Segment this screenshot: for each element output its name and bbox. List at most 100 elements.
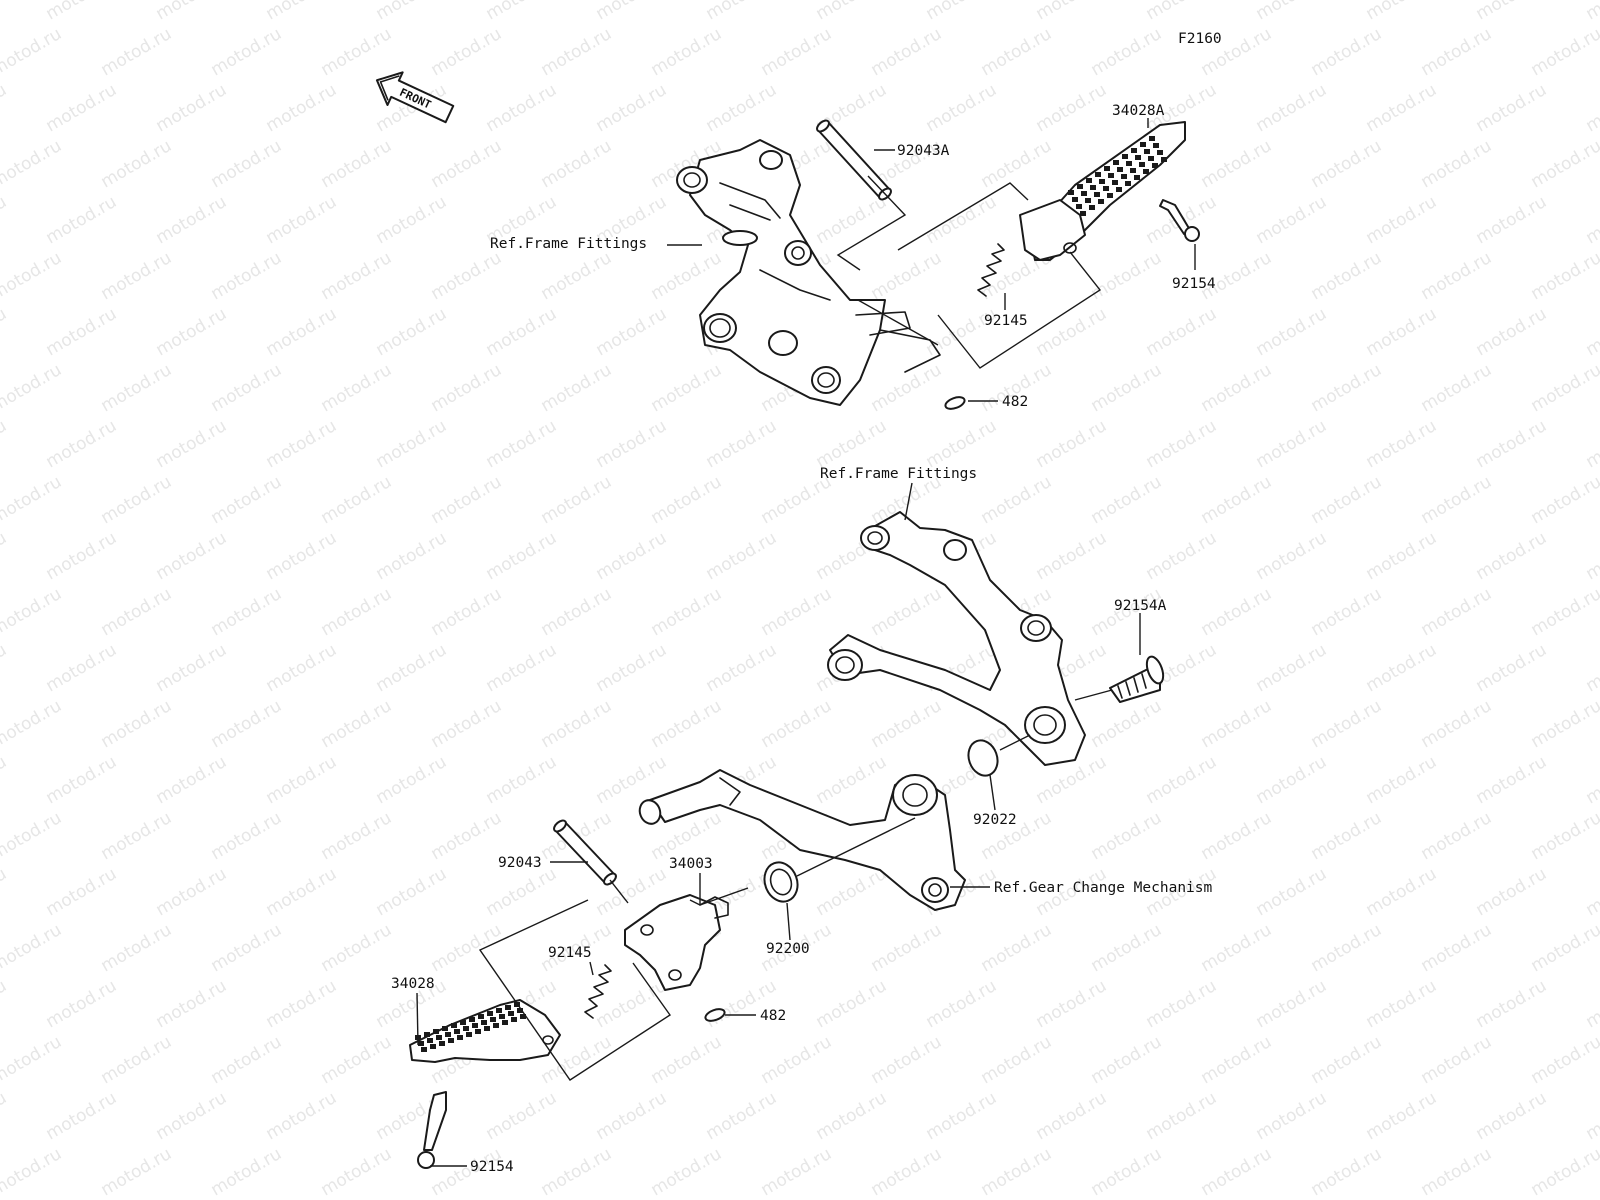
watermark-text: motod.ru <box>1308 1144 1386 1200</box>
tread-stud <box>436 1035 442 1040</box>
watermark-text: motod.ru <box>153 976 231 1032</box>
watermark-text: motod.ru <box>483 304 561 360</box>
tread-stud <box>1149 136 1155 141</box>
watermark-text: motod.ru <box>868 248 946 304</box>
tread-stud <box>496 1008 502 1013</box>
watermark-text: motod.ru <box>0 80 10 136</box>
watermark-text: motod.ru <box>318 136 396 192</box>
watermark-text: motod.ru <box>1418 920 1496 976</box>
watermark-text: motod.ru <box>153 1088 231 1144</box>
label-upper-bolt: 92154 <box>1172 276 1216 292</box>
watermark-text: motod.ru <box>868 696 946 752</box>
watermark-text: motod.ru <box>318 248 396 304</box>
watermark-text: motod.ru <box>1253 1088 1331 1144</box>
tread-stud <box>1144 149 1150 154</box>
watermark-text: motod.ru <box>0 1088 10 1144</box>
upper-clip <box>944 396 966 410</box>
watermark-text: motod.ru <box>1473 1088 1551 1144</box>
watermark-text: motod.ru <box>923 976 1001 1032</box>
tread-stud <box>1135 155 1141 160</box>
watermark-text: motod.ru <box>98 696 176 752</box>
tread-stud <box>1130 168 1136 173</box>
watermark-text: motod.ru <box>318 1032 396 1088</box>
watermark-text: motod.ru <box>483 1088 561 1144</box>
watermark-text: motod.ru <box>318 584 396 640</box>
label-lower-ref-gear: Ref.Gear Change Mechanism <box>994 880 1213 896</box>
tread-stud <box>1112 180 1118 185</box>
watermark-text: motod.ru <box>0 528 10 584</box>
watermark-text: motod.ru <box>1033 0 1111 24</box>
watermark-text: motod.ru <box>758 24 836 80</box>
tread-stud <box>1086 178 1092 183</box>
tread-stud <box>517 1008 523 1013</box>
watermark-text: motod.ru <box>98 360 176 416</box>
tread-stud <box>478 1014 484 1019</box>
tread-stud <box>1085 198 1091 203</box>
watermark-text: motod.ru <box>1143 1088 1221 1144</box>
watermark-text: motod.ru <box>1528 360 1600 416</box>
watermark-text: motod.ru <box>0 976 10 1032</box>
watermark-text: motod.ru <box>153 0 231 24</box>
lower-assembly <box>409 482 1165 1169</box>
watermark-text: motod.ru <box>1143 976 1221 1032</box>
watermark-text: motod.ru <box>0 920 65 976</box>
label-lower-footpeg: 34028 <box>391 976 435 992</box>
watermark-text: motod.ru <box>538 24 616 80</box>
lower-bolt <box>417 1091 447 1169</box>
watermark-text: motod.ru <box>1528 808 1600 864</box>
watermark-text: motod.ru <box>43 640 121 696</box>
label-upper-footpeg: 34028A <box>1112 103 1165 119</box>
watermark-text: motod.ru <box>208 360 286 416</box>
label-upper-spring: 92145 <box>984 313 1028 329</box>
watermark-text: motod.ru <box>813 1088 891 1144</box>
watermark-text: motod.ru <box>0 584 65 640</box>
watermark-text: motod.ru <box>373 416 451 472</box>
watermark-text: motod.ru <box>1528 248 1600 304</box>
label-lower-washer: 92200 <box>766 941 810 957</box>
watermark-text: motod.ru <box>1253 304 1331 360</box>
watermark-text: motod.ru <box>1088 472 1166 528</box>
watermark-text: motod.ru <box>1418 472 1496 528</box>
tread-stud <box>511 1017 517 1022</box>
watermark-text: motod.ru <box>0 808 65 864</box>
watermark-text: motod.ru <box>1253 640 1331 696</box>
watermark-text: motod.ru <box>648 696 726 752</box>
watermark-text: motod.ru <box>538 1144 616 1200</box>
lower-washer <box>763 861 799 903</box>
watermark-text: motod.ru <box>1033 416 1111 472</box>
watermark-text: motod.ru <box>428 808 506 864</box>
watermark-text: motod.ru <box>1363 864 1441 920</box>
watermark-text: motod.ru <box>593 0 671 24</box>
tread-stud <box>430 1044 436 1049</box>
watermark-text: motod.ru <box>648 248 726 304</box>
shift-pedal <box>638 769 966 911</box>
watermark-text: motod.ru <box>538 584 616 640</box>
watermark-text: motod.ru <box>43 528 121 584</box>
watermark-text: motod.ru <box>318 472 396 528</box>
watermark-text: motod.ru <box>978 472 1056 528</box>
upper-footpeg <box>1019 121 1186 261</box>
watermark-text: motod.ru <box>813 752 891 808</box>
watermark-text: motod.ru <box>483 416 561 472</box>
watermark-text: motod.ru <box>373 192 451 248</box>
watermark-text: motod.ru <box>0 1032 65 1088</box>
watermark-text: motod.ru <box>43 192 121 248</box>
watermark-text: motod.ru <box>428 472 506 528</box>
watermark-text: motod.ru <box>648 584 726 640</box>
upper-footpeg-tread <box>1068 136 1167 216</box>
watermark-text: motod.ru <box>758 1032 836 1088</box>
tread-stud <box>487 1011 493 1016</box>
watermark-text: motod.ru <box>1473 304 1551 360</box>
tread-stud <box>520 1014 526 1019</box>
watermark-text: motod.ru <box>428 136 506 192</box>
watermark-text: motod.ru <box>978 136 1056 192</box>
tread-stud <box>439 1041 445 1046</box>
watermark-text: motod.ru <box>373 864 451 920</box>
watermark-text: motod.ru <box>98 808 176 864</box>
tread-stud <box>1161 157 1167 162</box>
tread-stud <box>1121 174 1127 179</box>
watermark-text: motod.ru <box>428 24 506 80</box>
watermark-text: motod.ru <box>1143 752 1221 808</box>
watermark-text: motod.ru <box>813 192 891 248</box>
